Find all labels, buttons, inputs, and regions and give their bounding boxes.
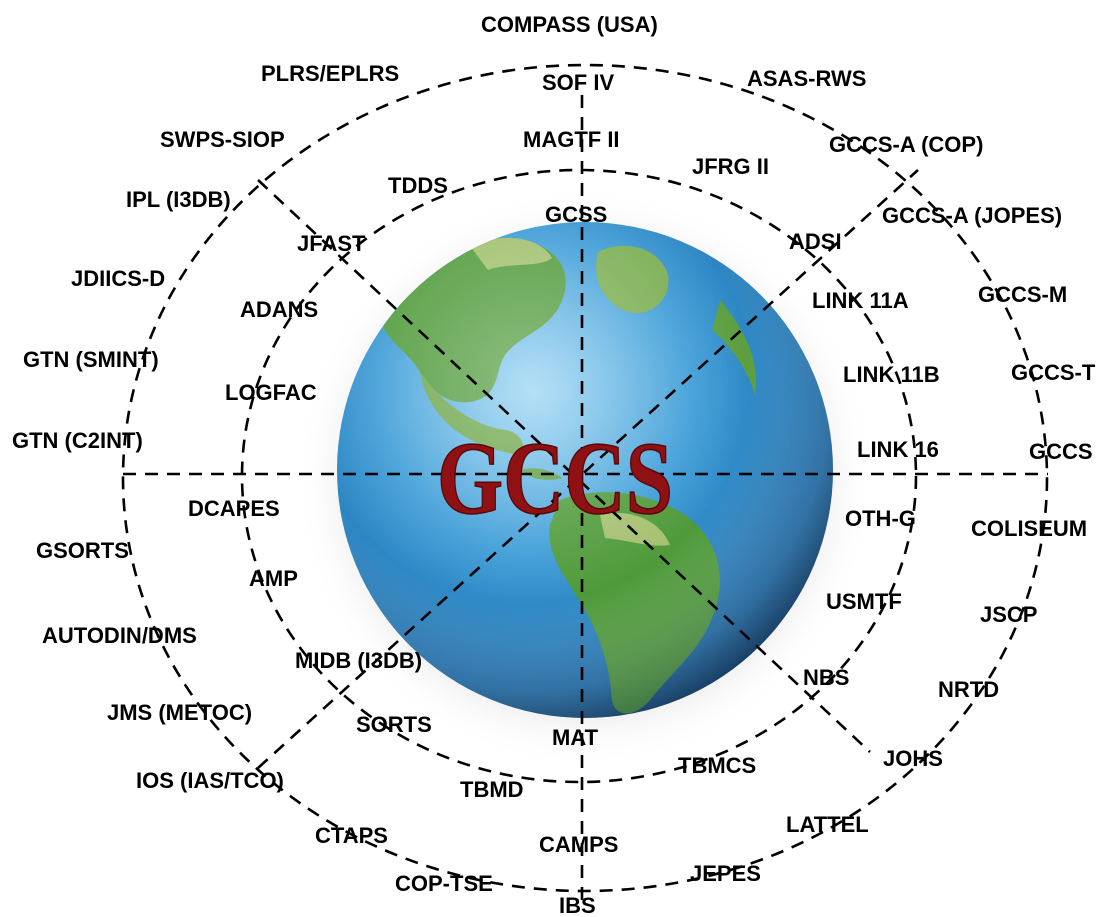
- label-jscp: JSCP: [980, 602, 1037, 627]
- label-lattel: LATTEL: [786, 812, 869, 837]
- label-ios-ias-tco: IOS (IAS/TCO): [136, 768, 284, 793]
- diagonal-axis-b: [257, 169, 919, 769]
- label-midb-i3db: MIDB (I3DB): [295, 648, 422, 673]
- label-link-11b: LINK 11B: [843, 362, 940, 387]
- label-sorts: SORTS: [356, 712, 432, 737]
- diagonal-axis-a: [257, 179, 871, 753]
- label-usmtf: USMTF: [826, 589, 902, 614]
- label-jdiics-d: JDIICS-D: [71, 266, 165, 291]
- label-tdds: TDDS: [388, 173, 448, 198]
- label-compass-usa: COMPASS (USA): [481, 12, 658, 37]
- label-logfac: LOGFAC: [225, 380, 317, 405]
- label-gccs-m: GCCS-M: [978, 282, 1067, 307]
- label-tbmd: TBMD: [460, 777, 524, 802]
- label-oth-g: OTH-G: [845, 506, 916, 531]
- label-camps: CAMPS: [539, 832, 618, 857]
- center-title: GCCS: [437, 421, 673, 536]
- label-jms-metoc: JMS (METOC): [107, 700, 252, 725]
- label-adans: ADANS: [240, 297, 318, 322]
- label-ctaps: CTAPS: [315, 823, 388, 848]
- label-magtf-ii: MAGTF II: [523, 127, 620, 152]
- label-tbmcs: TBMCS: [678, 753, 756, 778]
- system-labels: COMPASS (USA) PLRS/EPLRS SOF IV ASAS-RWS…: [12, 12, 1096, 917]
- label-dcapes: DCAPES: [188, 496, 280, 521]
- label-gccs-t: GCCS-T: [1011, 360, 1096, 385]
- label-link-16: LINK 16: [857, 437, 939, 462]
- label-amp: AMP: [249, 566, 298, 591]
- label-adsi: ADSI: [789, 229, 842, 254]
- label-jfast: JFAST: [297, 231, 366, 256]
- label-cop-tse: COP-TSE: [395, 871, 493, 896]
- label-ibs: IBS: [559, 893, 596, 917]
- label-link-11a: LINK 11A: [812, 288, 909, 313]
- label-gccs: GCCS: [1029, 439, 1093, 464]
- label-gsorts: GSORTS: [36, 538, 129, 563]
- label-ipl-i3db: IPL (I3DB): [126, 187, 231, 212]
- label-swps-siop: SWPS-SIOP: [160, 127, 285, 152]
- label-gtn-c2int: GTN (C2INT): [12, 428, 143, 453]
- label-asas-rws: ASAS-RWS: [747, 66, 866, 91]
- label-nrtd: NRTD: [938, 677, 999, 702]
- label-jfrg-ii: JFRG II: [692, 154, 769, 179]
- connector-lines: [121, 63, 1049, 900]
- label-coliseum: COLISEUM: [971, 516, 1087, 541]
- outer-ring: [121, 63, 1049, 893]
- label-nbs: NBS: [803, 665, 849, 690]
- inner-ring: [240, 168, 918, 784]
- label-gccs-a-cop: GCCS-A (COP): [829, 132, 983, 157]
- label-johs: JOHS: [883, 746, 943, 771]
- label-gcss: GCSS: [545, 202, 607, 227]
- label-gtn-smint: GTN (SMINT): [23, 347, 159, 372]
- label-jepes: JEPES: [690, 861, 761, 886]
- label-gccs-a-jopes: GCCS-A (JOPES): [882, 203, 1062, 228]
- label-autodin-dms: AUTODIN/DMS: [42, 623, 197, 648]
- label-mat: MAT: [552, 725, 599, 750]
- label-plrs-eplrs: PLRS/EPLRS: [261, 61, 399, 86]
- label-sof-iv: SOF IV: [542, 70, 614, 95]
